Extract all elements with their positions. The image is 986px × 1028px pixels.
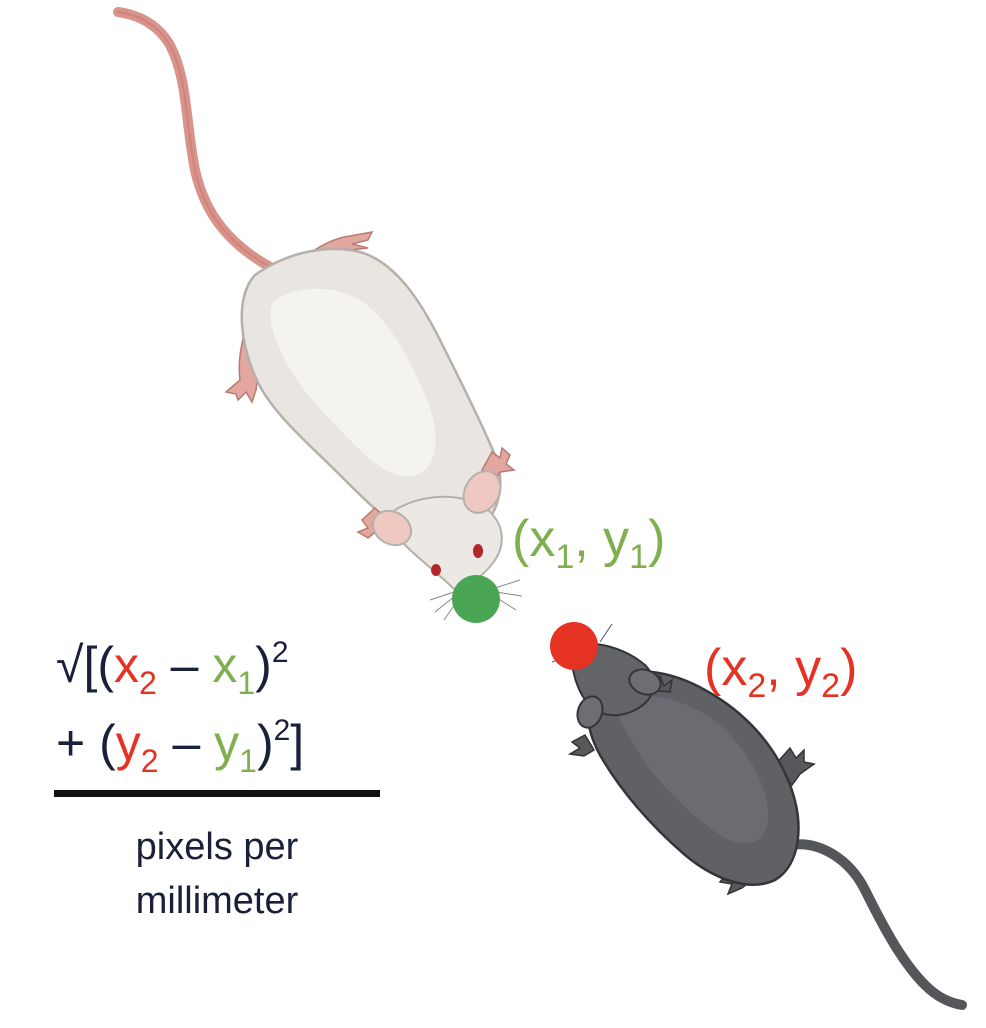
white-mouse-ear-left [371, 509, 413, 547]
point-1-label: (x1, y1) [512, 510, 666, 576]
white-mouse-tail [113, 7, 277, 273]
white-mouse [113, 7, 523, 621]
white-mouse-eye-right [473, 544, 483, 558]
dark-mouse [549, 623, 967, 1010]
formula-denominator-line-1: pixels per [135, 826, 299, 868]
point-2-marker [550, 622, 598, 670]
formula-denominator-line-2: millimeter [135, 880, 299, 922]
dark-mouse-ear-left [576, 695, 604, 729]
dark-mouse-front-foot-left [567, 734, 596, 757]
dark-mouse-ear-right [628, 668, 662, 696]
fraction-bar [54, 790, 380, 797]
formula-numerator-line-2: + (y2 – y1)2] [56, 714, 305, 779]
white-mouse-eye-left [431, 564, 441, 576]
formula-numerator-line-1: √[(x2 – x1)2 [56, 636, 289, 701]
white-mouse-ear-right [462, 470, 502, 514]
point-2-label: (x2, y2) [704, 639, 858, 705]
point-1-marker [452, 575, 500, 623]
dark-mouse-tail [785, 839, 967, 1010]
